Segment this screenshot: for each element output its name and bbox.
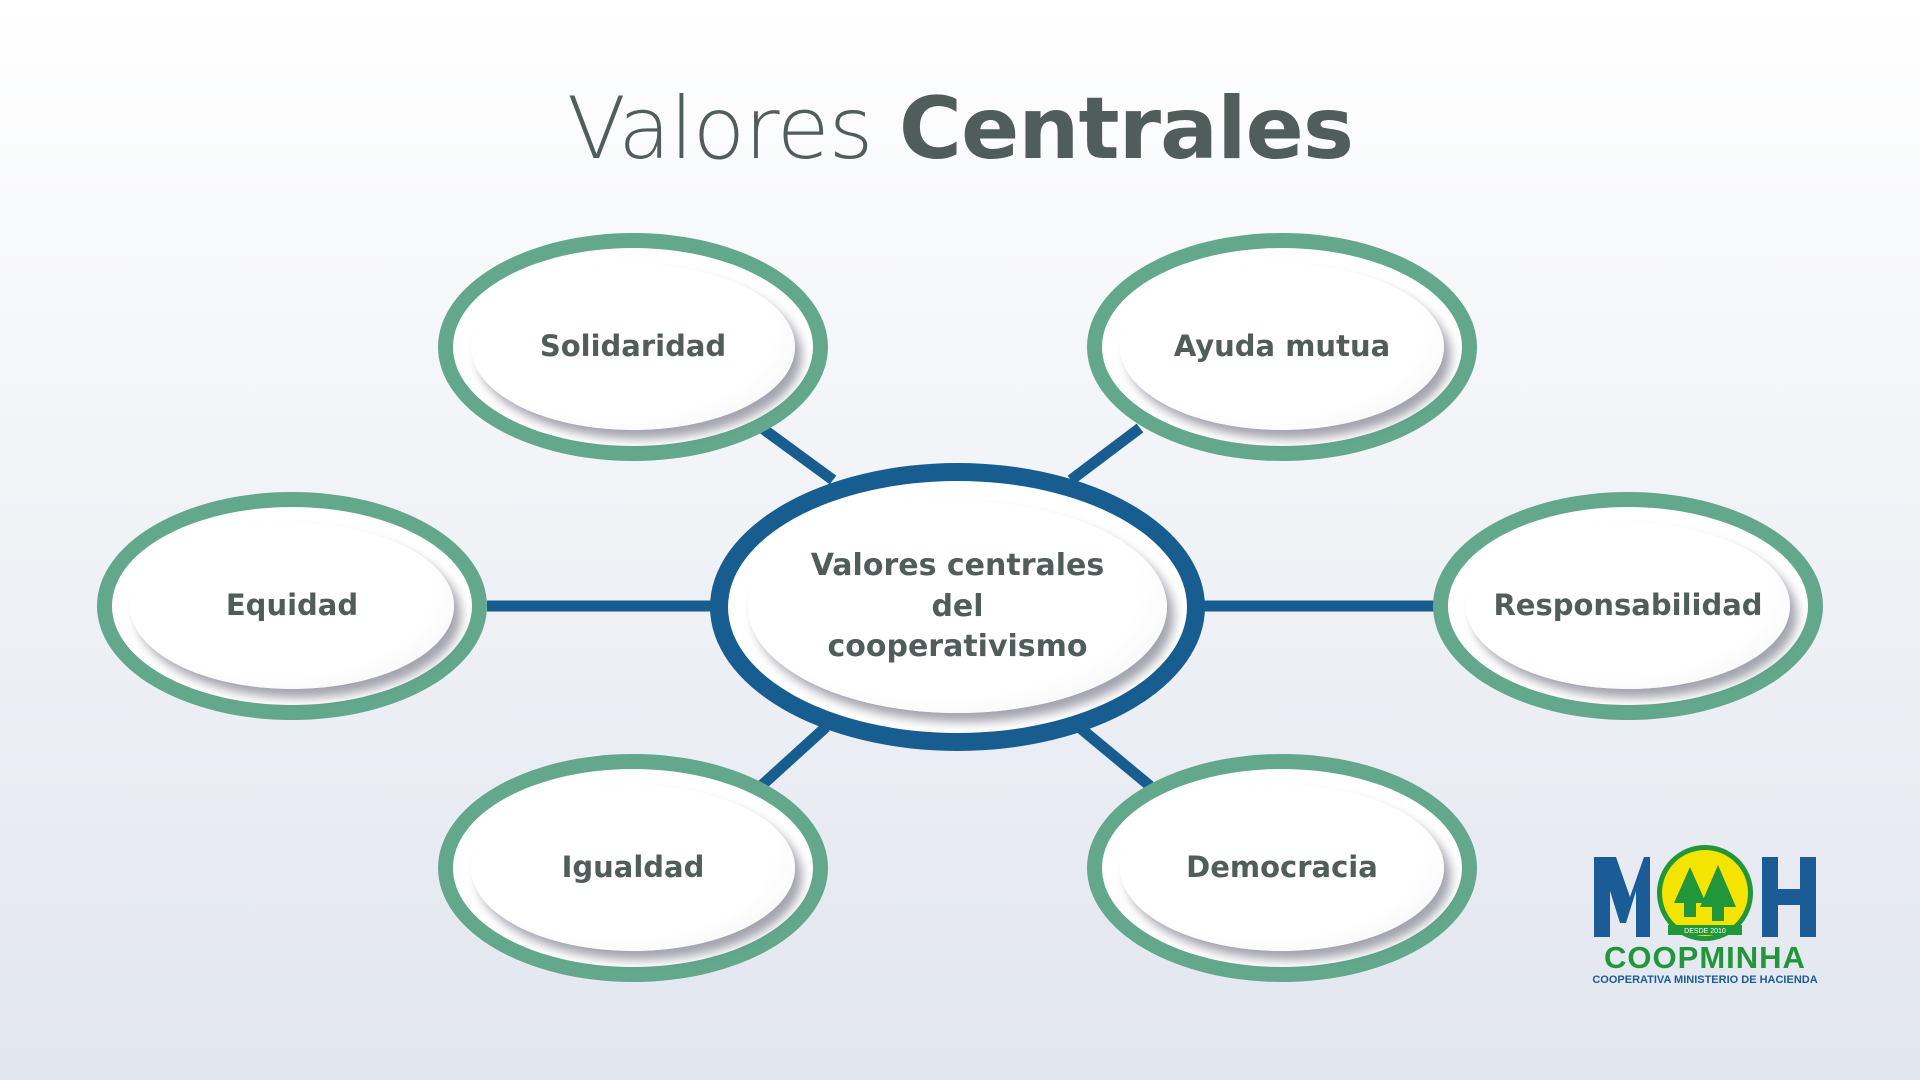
logo-wordmark: COOPMINHA — [1604, 940, 1806, 975]
page-title: Valores Centrales — [0, 78, 1920, 181]
connector-democracia — [1075, 722, 1154, 791]
title-regular: Valores — [566, 79, 874, 179]
center-node: Valores centrales del cooperativismo — [710, 463, 1205, 751]
node-democracia-inner: Democracia — [1120, 785, 1444, 951]
node-label: Responsabilidad — [1493, 588, 1763, 623]
node-responsabilidad-inner: Responsabilidad — [1466, 523, 1790, 689]
node-ayuda-mutua: Ayuda mutua — [1087, 233, 1477, 461]
node-ayuda-mutua-inner: Ayuda mutua — [1120, 264, 1444, 430]
coopminha-logo: DESDE 2010 COOPMINHA COOPERATIVA MINISTE… — [1590, 845, 1820, 986]
center-node-inner: Valores centrales del cooperativismo — [748, 501, 1167, 713]
node-label: Equidad — [225, 588, 359, 623]
node-equidad-inner: Equidad — [130, 523, 454, 689]
node-igualdad-inner: Igualdad — [471, 785, 795, 951]
connector-ayuda-mutua — [1067, 423, 1144, 485]
node-solidaridad-inner: Solidaridad — [471, 264, 795, 430]
node-igualdad: Igualdad — [438, 754, 828, 982]
connector-solidaridad — [758, 423, 837, 485]
connector-igualdad — [757, 722, 830, 791]
node-responsabilidad: Responsabilidad — [1433, 492, 1823, 720]
center-node-label: Valores centrales del cooperativismo — [810, 548, 1105, 665]
title-bold: Centrales — [898, 79, 1354, 179]
node-label: Democracia — [1186, 850, 1378, 885]
node-label: Ayuda mutua — [1173, 329, 1391, 364]
logo-tagline: COOPERATIVA MINISTERIO DE HACIENDA — [1592, 974, 1818, 986]
logo-mark-icon: DESDE 2010 — [1594, 845, 1816, 941]
node-democracia: Democracia — [1087, 754, 1477, 982]
node-solidaridad: Solidaridad — [438, 233, 828, 461]
logo-since: DESDE 2010 — [1684, 928, 1726, 935]
node-label: Igualdad — [561, 850, 705, 885]
node-label: Solidaridad — [539, 329, 727, 364]
node-equidad: Equidad — [97, 492, 487, 720]
